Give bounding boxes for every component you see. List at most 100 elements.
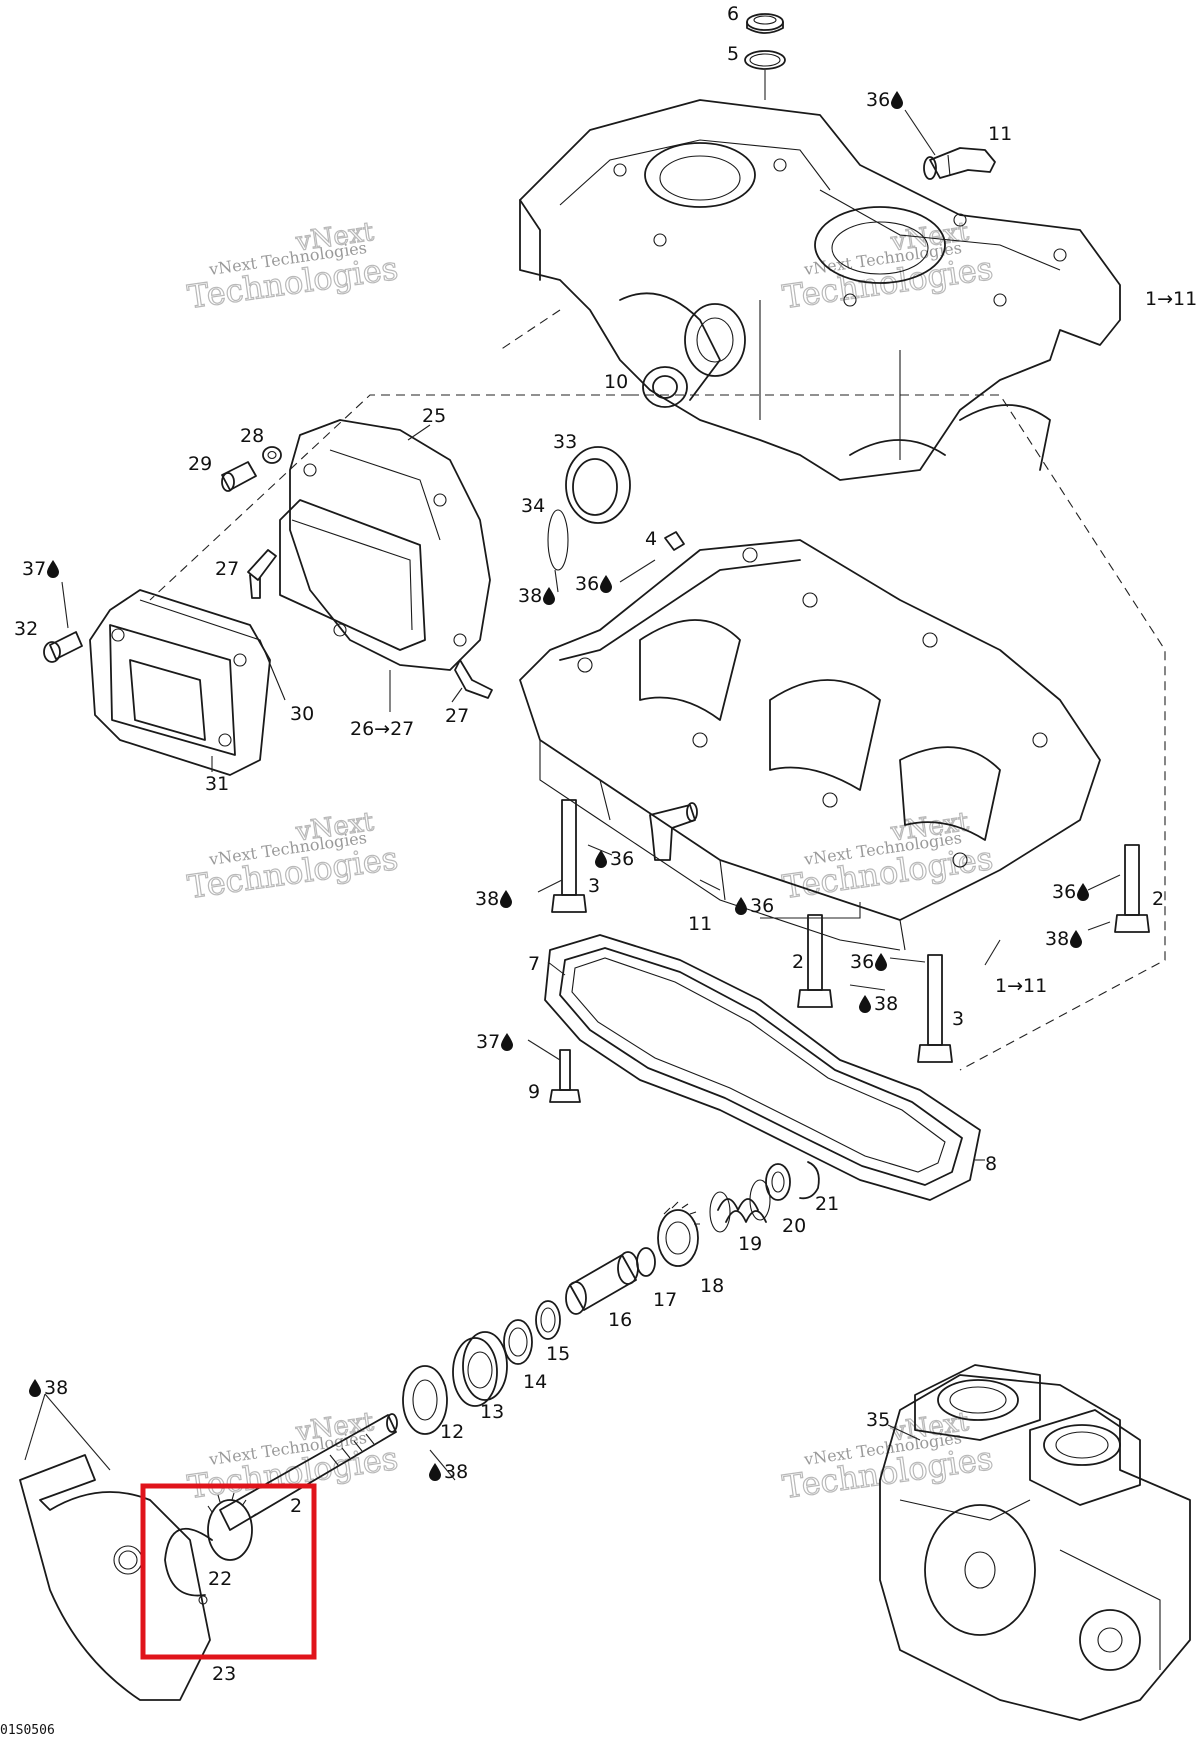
leader-36a: [904, 109, 936, 156]
bolt-part-3a: [551, 799, 587, 913]
oil-seal-part-10: [642, 366, 688, 408]
callout-c3a: 3: [588, 875, 600, 897]
callout-c6: 6: [727, 3, 739, 25]
oil-drop-icon: [595, 850, 607, 868]
callout-c17: 17: [653, 1289, 677, 1311]
callout-c21: 21: [815, 1193, 839, 1215]
oil-drop-icon: [1077, 883, 1089, 901]
leader-37a: [61, 581, 69, 629]
callout-c20: 20: [782, 1215, 806, 1237]
fitting-part-27b: [454, 659, 493, 699]
callout-c15: 15: [546, 1343, 570, 1365]
leader-7: [547, 961, 566, 976]
callout-label: 13: [480, 1401, 504, 1423]
retaining-ring-part-21: [799, 1161, 820, 1200]
callout-label: 28: [240, 425, 264, 447]
callout-label: 5: [727, 43, 739, 65]
callout-c36b: 36: [575, 573, 612, 595]
callout-c38e: 38: [429, 1461, 468, 1483]
callout-c38a: 38: [518, 585, 555, 607]
callout-label: 31: [205, 773, 229, 795]
diagram-code: 01S0506: [0, 1723, 55, 1738]
callout-c11a: 11: [988, 123, 1012, 145]
oil-drop-icon: [47, 560, 59, 578]
highlight-box: [140, 1483, 317, 1660]
callout-c13: 13: [480, 1401, 504, 1423]
callout-c31: 31: [205, 773, 229, 795]
callout-label: 32: [14, 618, 38, 640]
callout-c38f: 38: [29, 1377, 68, 1399]
leader-25: [407, 424, 431, 441]
watermark-2: vNext Technologies vNext Technologies: [780, 216, 996, 316]
leader-36c: [587, 844, 613, 856]
oil-drop-icon: [1070, 930, 1082, 948]
callout-c36a: 36: [866, 89, 903, 111]
callout-label: 14: [523, 1371, 547, 1393]
callout-label: 2: [290, 1495, 302, 1517]
callout-label: 35: [866, 1409, 890, 1431]
dowel-pin-part-4: [664, 531, 685, 551]
lower-crankcase: [519, 539, 1101, 951]
callout-c7: 7: [528, 953, 540, 975]
leader-38a: [554, 569, 559, 593]
bolt-part-2b: [797, 914, 833, 1008]
engine-assembly-part-35: [879, 1364, 1191, 1721]
callout-label: 6: [727, 3, 739, 25]
callout-label: 38: [1045, 928, 1069, 950]
callout-c36f: 36: [850, 951, 887, 973]
callout-c27a: 27: [215, 558, 239, 580]
callout-label: 2: [1152, 888, 1164, 910]
elbow-fitting-part-11b: [649, 802, 698, 861]
callout-label: 38: [874, 993, 898, 1015]
leader-36b: [619, 559, 656, 583]
oil-drop-icon: [875, 953, 887, 971]
callout-label: 11: [688, 913, 712, 935]
upper-crankcase: [519, 99, 1121, 481]
callout-c22: 22: [208, 1568, 232, 1590]
callout-label: 38: [44, 1377, 68, 1399]
callout-c29: 29: [188, 453, 212, 475]
callout-label: 36: [850, 951, 874, 973]
callout-c38b: 38: [475, 888, 512, 910]
callout-c38c: 38: [1045, 928, 1082, 950]
callout-label: 12: [440, 1421, 464, 1443]
callout-c2c: 2: [290, 1495, 302, 1517]
oil-drop-icon: [859, 995, 871, 1013]
callout-c19: 19: [738, 1233, 762, 1255]
shaft-part-2c: [207, 1413, 398, 1561]
callout-c11b: 11: [688, 913, 712, 935]
callout-c2b: 2: [792, 951, 804, 973]
callout-label: 4: [645, 528, 657, 550]
elbow-fitting-part-11: [923, 147, 996, 180]
watermark-3: vNext Technologies vNext Technologies: [185, 806, 401, 906]
callout-label: 29: [188, 453, 212, 475]
callout-c16: 16: [608, 1309, 632, 1331]
oil-drop-icon: [735, 897, 747, 915]
callout-c37b: 37: [476, 1031, 513, 1053]
fitting-part-27a: [247, 549, 277, 599]
callout-label: 38: [475, 888, 499, 910]
callout-label: 36: [866, 89, 890, 111]
watermark-group: vNext Technologies vNext Technologies vN…: [185, 216, 996, 1506]
crankcase-cover-part-25: [279, 419, 491, 671]
callout-c25: 25: [422, 405, 446, 427]
watermark-5: vNext Technologies vNext Technologies: [185, 1406, 401, 1506]
washer-part-14: [503, 1319, 533, 1365]
leader-38d: [849, 984, 886, 991]
o-ring-part-17: [636, 1247, 656, 1277]
callout-c34: 34: [521, 495, 545, 517]
plug-part-6: [746, 13, 784, 34]
leader-36e: [1087, 874, 1121, 891]
callout-label: 36: [1052, 881, 1076, 903]
screw-part-32: [43, 631, 83, 663]
callout-c18: 18: [700, 1275, 724, 1297]
callout-label: 1→11: [1145, 288, 1197, 310]
callout-c10: 10: [604, 371, 628, 393]
callout-c26: 26→27: [350, 718, 414, 740]
callout-label: 36: [575, 573, 599, 595]
watermark-4: vNext Technologies vNext Technologies: [780, 806, 996, 906]
callout-label: 11: [988, 123, 1012, 145]
leader-38e: [429, 1449, 456, 1481]
callout-label: 37: [476, 1031, 500, 1053]
